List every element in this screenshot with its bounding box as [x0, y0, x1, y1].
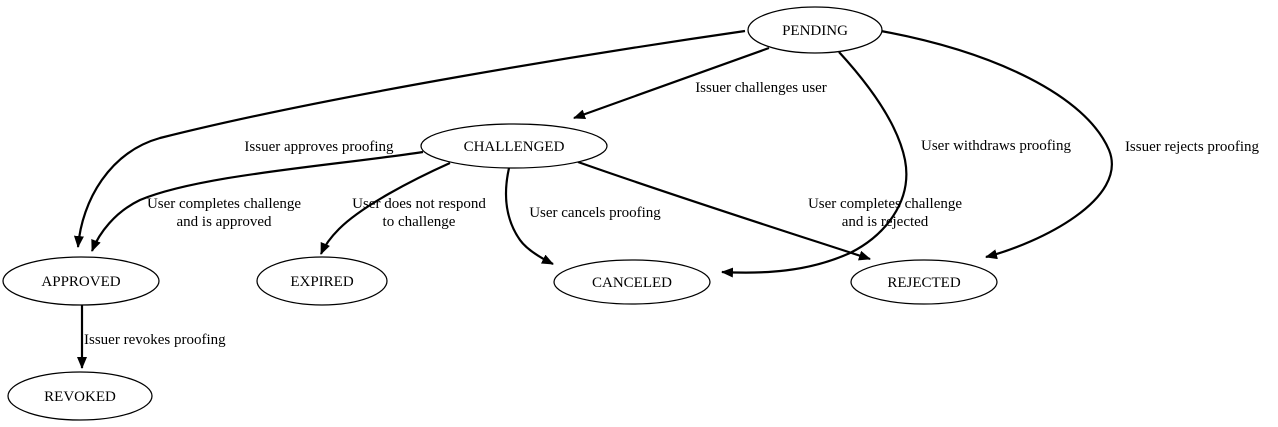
node-challenged-ellipse	[420, 123, 608, 169]
edges	[73, 29, 1113, 369]
node-canceled-label: CANCELED	[592, 275, 672, 291]
edge-challenged-rejected	[577, 160, 871, 261]
node-pending: PENDING	[747, 6, 883, 54]
node-revoked: REVOKED	[7, 371, 153, 421]
edge-pending-rejected	[880, 29, 1113, 260]
node-expired: EXPIRED	[256, 256, 388, 306]
nodes: PENDING CHALLENGED APPROVED EXPIRED CANC…	[2, 6, 998, 421]
edge-pending-challenged	[573, 46, 770, 120]
edge-label-user-does-not-respond-line2: to challenge	[383, 214, 456, 230]
edge-label-issuer-challenges-user: Issuer challenges user	[695, 80, 827, 96]
edge-challenged-canceled	[504, 167, 554, 265]
edge-label-issuer-revokes-proofing: Issuer revokes proofing	[84, 332, 226, 348]
edge-label-user-withdraws-proofing: User withdraws proofing	[921, 138, 1071, 154]
edge-labels: Issuer challenges user Issuer approves p…	[84, 80, 1260, 348]
node-approved: APPROVED	[2, 256, 160, 306]
node-approved-label: APPROVED	[41, 274, 120, 290]
node-challenged-label: CHALLENGED	[464, 139, 565, 155]
edge-challenged-expired	[319, 161, 451, 255]
edge-label-user-completes-challenge-rejected-line2: and is rejected	[842, 214, 929, 230]
edge-pending-approved	[73, 29, 746, 248]
node-rejected: REJECTED	[850, 259, 998, 305]
node-expired-ellipse	[256, 256, 388, 306]
edge-label-user-completes-challenge-rejected-line1: User completes challenge	[808, 196, 962, 212]
node-pending-ellipse	[747, 6, 883, 54]
node-pending-label: PENDING	[782, 23, 848, 39]
node-approved-ellipse	[2, 256, 160, 306]
node-rejected-label: REJECTED	[887, 275, 960, 291]
node-canceled-ellipse	[553, 259, 711, 305]
node-expired-label: EXPIRED	[290, 274, 354, 290]
edge-label-issuer-approves-proofing: Issuer approves proofing	[244, 139, 394, 155]
edge-pending-canceled	[721, 51, 908, 278]
edge-label-user-does-not-respond-line1: User does not respond	[352, 196, 486, 212]
node-challenged: CHALLENGED	[420, 123, 608, 169]
edge-label-user-completes-challenge-approved-line2: and is approved	[177, 214, 272, 230]
node-revoked-ellipse	[7, 371, 153, 421]
edge-label-user-completes-challenge-approved-line1: User completes challenge	[147, 196, 301, 212]
edge-challenged-approved	[90, 150, 424, 252]
node-canceled: CANCELED	[553, 259, 711, 305]
edge-label-issuer-rejects-proofing: Issuer rejects proofing	[1125, 139, 1260, 155]
node-rejected-ellipse	[850, 259, 998, 305]
node-revoked-label: REVOKED	[44, 389, 116, 405]
edge-label-user-cancels-proofing: User cancels proofing	[529, 205, 661, 221]
